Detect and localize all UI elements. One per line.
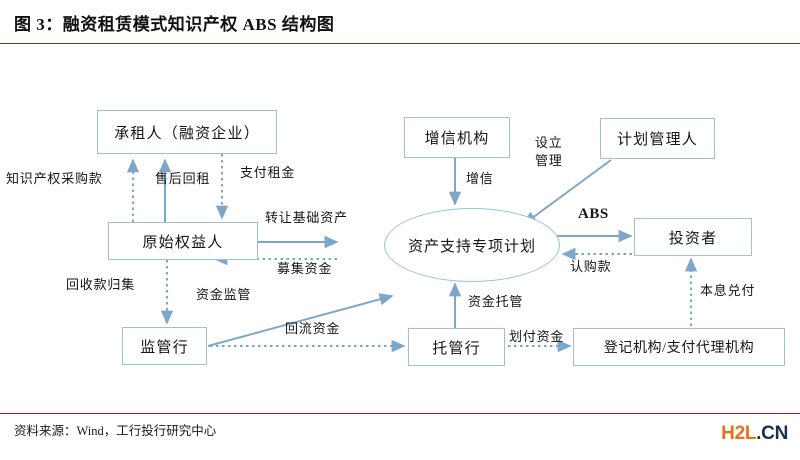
- figure-title: 图 3：融资租赁模式知识产权 ABS 结构图: [14, 15, 335, 34]
- node-plan-manager[interactable]: 计划管理人: [600, 118, 715, 159]
- node-lessee[interactable]: 承租人（融资企业）: [97, 110, 277, 154]
- watermark-primary: H2L: [721, 423, 757, 444]
- diagram-connectors: [126, 154, 698, 353]
- node-custodian-bank[interactable]: 托管行: [408, 328, 505, 366]
- edge-label-sale-leaseback: 售后回租: [155, 171, 211, 186]
- edge-label-return-funds: 回流资金: [285, 321, 341, 336]
- node-special-plan[interactable]: 资产支持专项计划: [384, 208, 560, 282]
- source-note: 资料来源：Wind，工行投行研究中心: [14, 424, 217, 438]
- watermark: H2L.CN: [721, 423, 788, 445]
- edge-label-principal-interest: 本息兑付: [700, 283, 756, 298]
- edge-label-transfer-asset: 转让基础资产: [265, 210, 348, 225]
- node-originator[interactable]: 原始权益人: [108, 222, 258, 260]
- edge-label-subscription: 认购款: [570, 259, 612, 274]
- node-credit-enhancer[interactable]: 增信机构: [404, 117, 510, 158]
- node-supervision-bank[interactable]: 监管行: [122, 327, 207, 365]
- title-divider-top: [0, 43, 800, 44]
- edge-label-credit-enhance: 增信: [466, 171, 494, 186]
- diagram-canvas: 承租人（融资企业） 原始权益人 增信机构 计划管理人 资产支持专项计划 投资者 …: [0, 46, 800, 412]
- edge-label-setup-manage: 设立 管理: [535, 135, 563, 168]
- edge-label-ip-purchase: 知识产权采购款: [6, 171, 103, 186]
- connector-setup-manage: [522, 159, 612, 225]
- edge-label-abs: ABS: [578, 206, 609, 222]
- node-registrar-agent[interactable]: 登记机构/支付代理机构: [573, 328, 785, 366]
- node-investor[interactable]: 投资者: [634, 218, 752, 256]
- source-divider-bottom: [0, 413, 800, 414]
- edge-label-raise-funds: 募集资金: [277, 261, 333, 276]
- edge-label-fund-custody: 资金托管: [468, 294, 524, 309]
- edge-label-collect-funds: 回收款归集: [66, 277, 136, 292]
- connector-fund-supervision: [207, 293, 394, 347]
- edge-label-transfer-funds: 划付资金: [509, 329, 565, 344]
- edge-label-pay-rent: 支付租金: [240, 165, 296, 180]
- edge-label-fund-supervision: 资金监管: [196, 287, 252, 302]
- watermark-secondary: .CN: [756, 423, 788, 444]
